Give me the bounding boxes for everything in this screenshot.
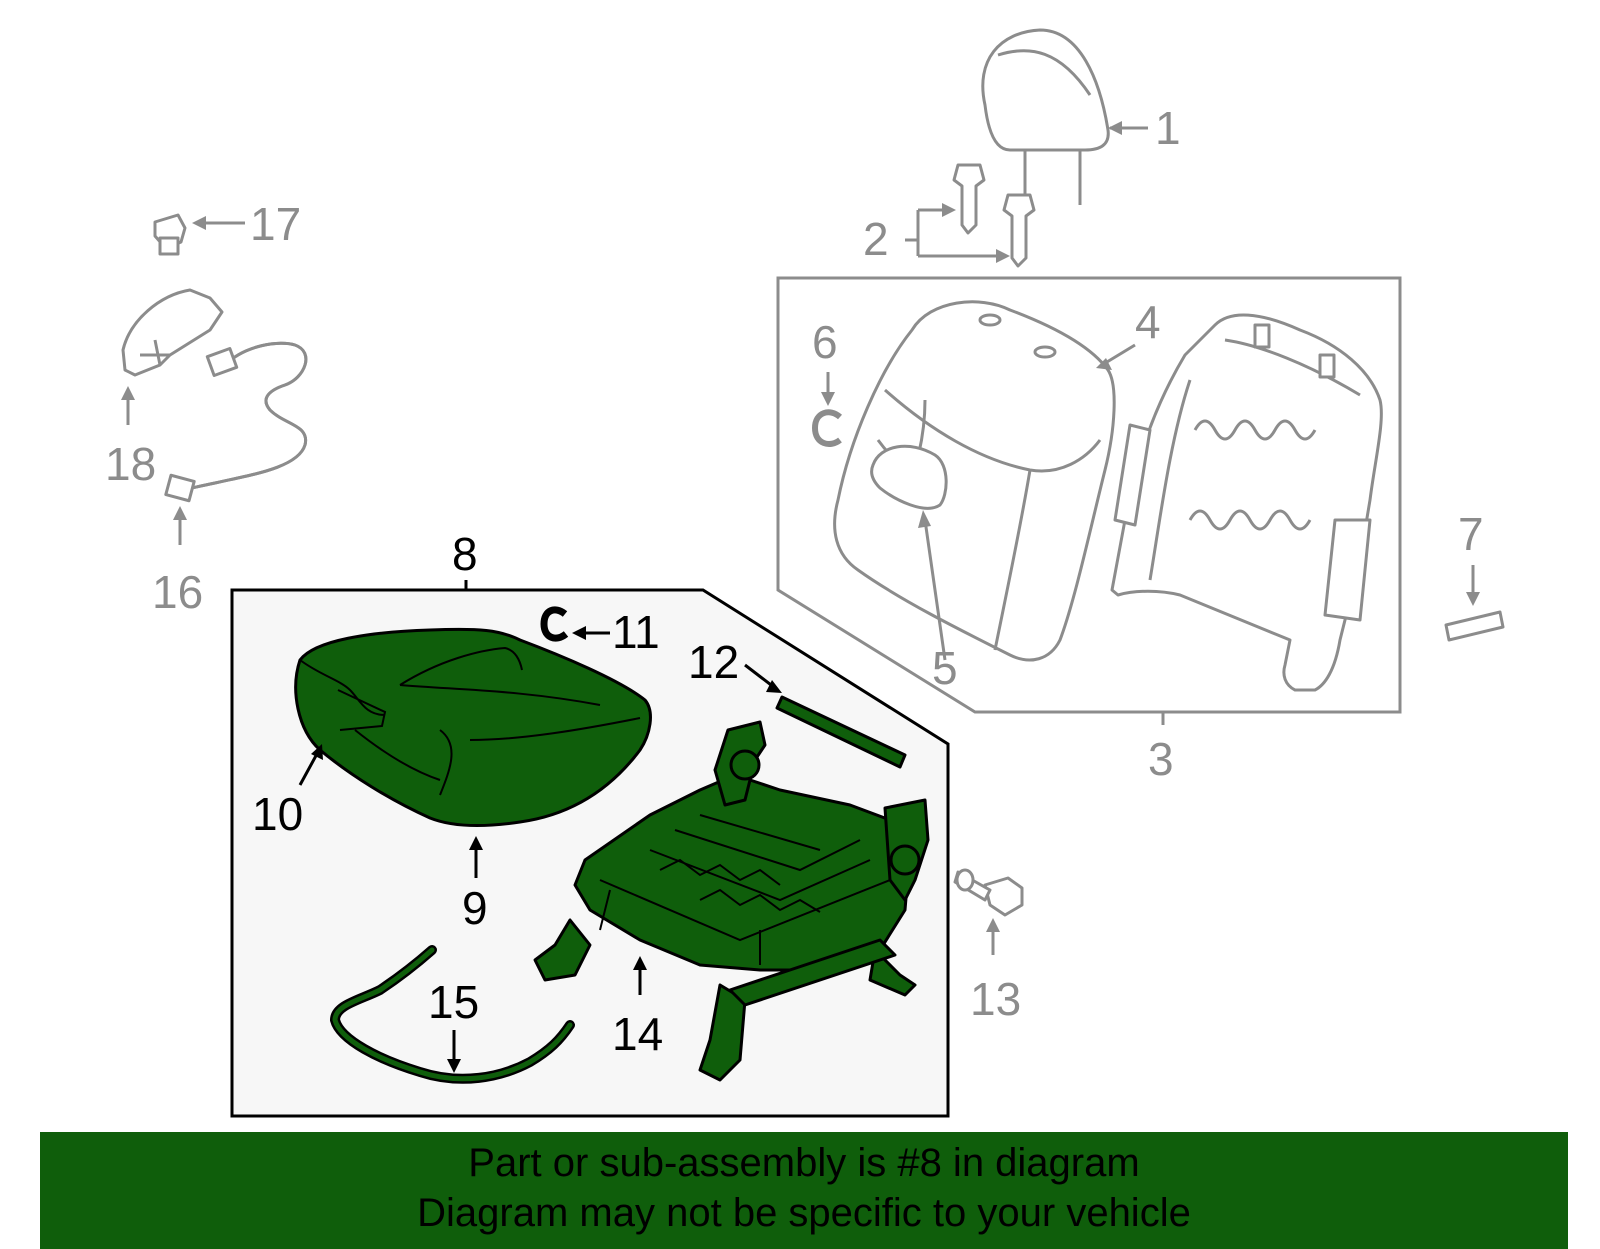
callout-12: 12 bbox=[688, 636, 739, 688]
callout-5: 5 bbox=[932, 642, 958, 694]
banner-line-1: Part or sub-assembly is #8 in diagram bbox=[468, 1141, 1140, 1185]
rod-part-12[interactable] bbox=[775, 695, 907, 769]
clip-part-17[interactable] bbox=[153, 213, 187, 256]
info-banner: Part or sub-assembly is #8 in diagram Di… bbox=[40, 1132, 1568, 1249]
callout-10: 10 bbox=[252, 788, 303, 840]
wiring-harness-part[interactable] bbox=[164, 341, 308, 503]
callout-6: 6 bbox=[812, 316, 838, 368]
headrest-part[interactable] bbox=[981, 28, 1110, 205]
callout-18: 18 bbox=[105, 438, 156, 490]
callout-16: 16 bbox=[152, 566, 203, 618]
headrest-guide-part[interactable] bbox=[952, 163, 1036, 268]
callout-10-arrow bbox=[298, 751, 320, 786]
banner-line-2: Diagram may not be specific to your vehi… bbox=[417, 1191, 1191, 1235]
callout-11: 11 bbox=[612, 606, 660, 658]
seat-cushion-part[interactable] bbox=[294, 627, 652, 827]
label-part-7[interactable] bbox=[1444, 610, 1505, 642]
seat-back-pad-part[interactable] bbox=[870, 444, 948, 510]
callout-8: 8 bbox=[452, 528, 478, 580]
callout-9: 9 bbox=[462, 882, 488, 934]
seat-frame-part[interactable] bbox=[533, 720, 930, 1082]
wire-part-15[interactable] bbox=[329, 945, 575, 1084]
clip-part-11[interactable] bbox=[540, 606, 569, 642]
side-shield-part[interactable] bbox=[121, 288, 224, 377]
callout-13: 13 bbox=[970, 973, 1021, 1025]
callout-1: 1 bbox=[1155, 102, 1181, 154]
callout-3: 3 bbox=[1148, 733, 1174, 785]
callout-4: 4 bbox=[1135, 296, 1161, 348]
callout-14: 14 bbox=[612, 1008, 663, 1060]
callout-15: 15 bbox=[428, 976, 479, 1028]
callout-2-bracket bbox=[905, 208, 1000, 258]
clip-part-6[interactable] bbox=[811, 409, 843, 447]
seat-back-frame-part[interactable] bbox=[1110, 313, 1383, 692]
bolt-part-13[interactable] bbox=[953, 868, 1024, 917]
callout-5-arrow bbox=[923, 519, 947, 661]
callout-17: 17 bbox=[250, 198, 301, 250]
callout-7: 7 bbox=[1458, 508, 1484, 560]
callout-2: 2 bbox=[863, 213, 889, 265]
